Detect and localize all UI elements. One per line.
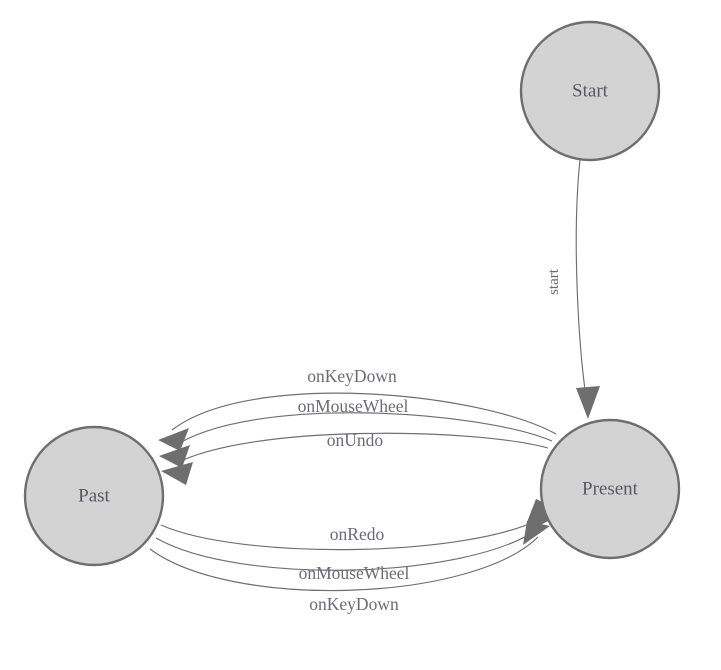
edge-past-to-present-onkeydown[interactable]: onKeyDown	[149, 521, 550, 614]
node-present-label: Present	[582, 478, 639, 499]
node-past-label: Past	[78, 485, 110, 506]
edge-past-to-present-onkeydown-path	[149, 536, 539, 592]
edge-past-to-present-onkeydown-label: onKeyDown	[309, 594, 399, 614]
edge-past-to-present-onredo-label: onRedo	[330, 524, 385, 544]
edge-present-to-past-onundo-arrowhead	[161, 462, 193, 485]
edge-start-to-present[interactable]: start	[546, 159, 600, 419]
edge-start-to-present-label: start	[546, 268, 562, 295]
node-start[interactable]: Start	[519, 20, 661, 162]
edge-present-to-past-onmousewheel-label: onMouseWheel	[298, 396, 409, 416]
edge-past-to-present-onmousewheel-path	[155, 526, 542, 571]
edge-start-to-present-arrowhead	[576, 386, 600, 419]
edge-present-to-past-onkeydown-arrowhead	[158, 428, 189, 451]
edge-present-to-past-onundo-path	[174, 432, 549, 465]
edge-past-to-present-onredo[interactable]: onRedo	[160, 499, 557, 551]
node-present-circle	[539, 418, 681, 560]
edge-present-to-past-onkeydown-path	[171, 392, 557, 435]
edge-present-to-past-onkeydown[interactable]: onKeyDown	[158, 366, 557, 451]
node-start-circle	[519, 20, 661, 162]
node-past-circle	[23, 425, 165, 567]
edge-past-to-present-onmousewheel-label: onMouseWheel	[299, 563, 410, 583]
node-past[interactable]: Past	[23, 425, 165, 567]
edge-present-to-past-onmousewheel-path	[172, 412, 553, 448]
edge-present-to-past-onkeydown-label: onKeyDown	[307, 366, 397, 386]
edge-start-to-present-path	[575, 159, 588, 405]
edge-past-to-present-onredo-path	[160, 516, 545, 551]
edge-past-to-present-onkeydown-arrowhead	[523, 521, 550, 545]
node-present[interactable]: Present	[539, 418, 681, 560]
node-start-label: Start	[572, 80, 609, 101]
edge-present-to-past-onundo[interactable]: onUndo	[161, 430, 549, 485]
edge-present-to-past-onmousewheel[interactable]: onMouseWheel	[159, 396, 553, 468]
edge-present-to-past-onundo-label: onUndo	[327, 430, 384, 450]
edge-present-to-past-onmousewheel-arrowhead	[159, 445, 190, 468]
edge-past-to-present-onmousewheel[interactable]: onMouseWheel	[155, 510, 554, 583]
